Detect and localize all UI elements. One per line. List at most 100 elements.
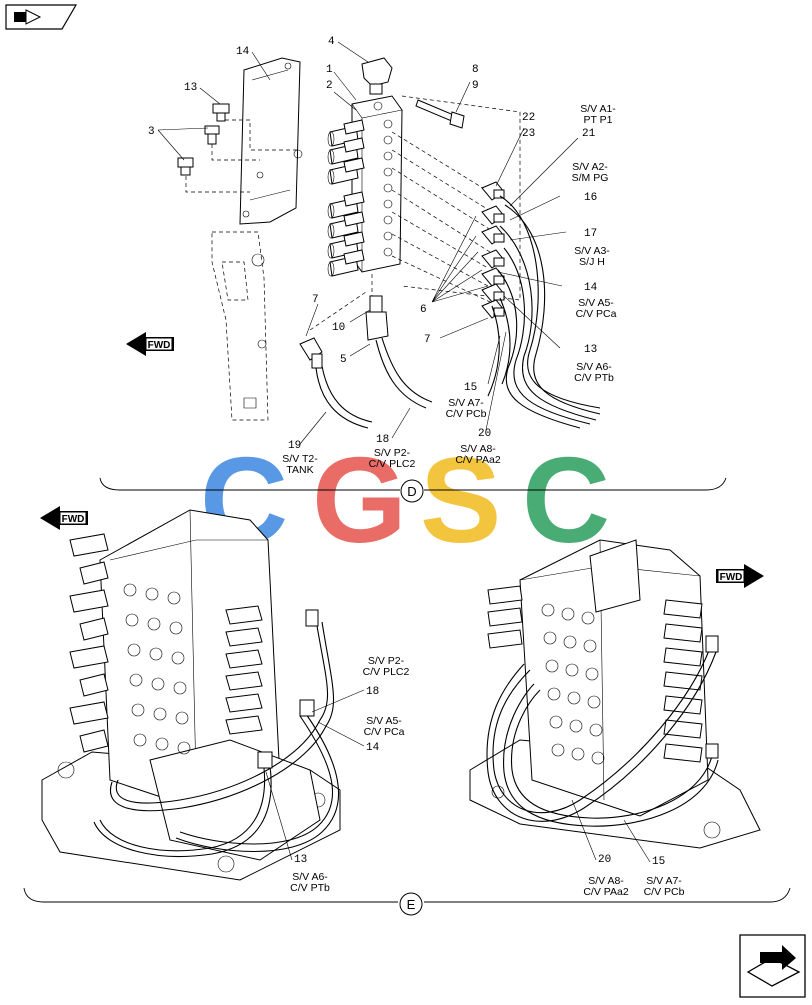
port-row — [383, 119, 393, 257]
port-hole — [549, 715, 563, 729]
side-fitting — [79, 617, 109, 641]
solenoid-nut — [343, 211, 365, 227]
label-a1: S/V A1-PT P1 — [580, 103, 616, 126]
port-hole — [151, 677, 165, 691]
view-d-callouts: 14 13 3 4 1 2 8 9 22 23 21 16 17 14 6 7 … — [148, 36, 598, 452]
fitting-nut — [493, 257, 505, 267]
callout-15: 15 — [652, 856, 665, 868]
solenoid-cap — [327, 203, 335, 219]
label-a8: S/V A8-C/V PAa2 — [455, 443, 500, 466]
fwd-arrow-left: FWD — [126, 332, 174, 356]
fitting-column — [481, 181, 505, 319]
callout-4: 4 — [328, 36, 335, 48]
front-fitting — [225, 649, 263, 669]
side-fitting — [663, 719, 703, 739]
callout-10: 10 — [332, 322, 345, 334]
view-e-letter: E — [407, 897, 416, 912]
label-t2: S/V T2-TANK — [282, 453, 318, 476]
port-hole — [587, 695, 601, 709]
view-d-leaders — [157, 41, 579, 445]
callout-14: 14 — [366, 742, 380, 754]
callout-13: 13 — [294, 854, 307, 866]
port-hole — [561, 607, 575, 621]
callout-15: 15 — [464, 382, 477, 394]
callout-2: 2 — [326, 80, 333, 92]
callout-7: 7 — [424, 334, 431, 346]
hose-fitting — [705, 635, 719, 759]
callout-18: 18 — [366, 686, 379, 698]
fitting-nut — [493, 275, 505, 285]
front-fitting — [225, 671, 263, 691]
callout-13: 13 — [584, 344, 597, 356]
rear-fitting — [487, 585, 523, 605]
valve-port-grid — [541, 603, 605, 765]
solenoid-nut — [343, 191, 365, 207]
solenoid-nut — [343, 231, 365, 247]
label-a6: S/V A6-C/V PTb — [574, 361, 614, 384]
fwd-arrow-left: FWD — [40, 506, 88, 530]
label-a5: S/V A5-C/V PCa — [364, 715, 405, 738]
view-e-callouts: 18 14 13 20 15 — [294, 686, 665, 868]
valve-port — [383, 247, 393, 257]
solenoid-stack — [327, 119, 365, 277]
valve-port — [383, 135, 393, 145]
port-hole — [169, 621, 183, 635]
port-hole — [567, 691, 581, 705]
callout-17: 17 — [584, 228, 597, 240]
side-fitting — [69, 533, 109, 557]
callout-22: 22 — [522, 112, 535, 124]
front-fitting — [225, 627, 263, 647]
port-hole — [543, 631, 557, 645]
port-hole — [155, 737, 169, 751]
lead-line — [391, 149, 493, 213]
valve-port — [383, 231, 393, 241]
valve-port — [383, 215, 393, 225]
side-fitting — [69, 701, 109, 725]
solenoid-nut — [343, 249, 365, 265]
label-a7: S/V A7-C/V PCb — [446, 397, 487, 420]
port-hole — [565, 663, 579, 677]
port-hole — [563, 635, 577, 649]
port-hole — [547, 687, 561, 701]
front-fitting — [225, 693, 263, 713]
view-d-marker — [400, 479, 424, 503]
bolt — [177, 157, 194, 176]
callout-20: 20 — [598, 854, 611, 866]
solenoid-cap — [327, 131, 335, 147]
port-hole — [129, 673, 143, 687]
side-fitting — [663, 695, 703, 715]
book-arrow-icon[interactable] — [739, 934, 806, 998]
fitting-nut — [493, 233, 505, 243]
callout-13: 13 — [184, 82, 197, 94]
callout-6: 6 — [420, 304, 427, 316]
long-bolt — [415, 99, 465, 129]
port-hole — [153, 707, 167, 721]
rear-fitting — [487, 629, 523, 649]
callout-9: 9 — [472, 80, 479, 92]
side-fitting — [79, 673, 109, 697]
port-hole — [171, 651, 185, 665]
label-a5: S/V A5-C/V PCa — [576, 297, 617, 320]
valve-port — [383, 119, 393, 129]
fitting-nut — [493, 189, 505, 199]
port-hole — [569, 719, 583, 733]
port-hole — [583, 639, 597, 653]
port-hole — [127, 643, 141, 657]
book-arrow-icon[interactable] — [5, 4, 78, 30]
fitting-nut — [493, 307, 505, 317]
port-hole — [125, 613, 139, 627]
solenoid-cap — [327, 243, 335, 259]
pressure-fitting — [365, 295, 389, 341]
valve-port-grid — [123, 583, 191, 755]
port-hole — [167, 591, 181, 605]
view-e-marker — [399, 892, 423, 916]
hose-fitting — [257, 609, 319, 769]
lead-line — [391, 131, 487, 191]
port-hole — [149, 647, 163, 661]
label-a2: S/V A2-S/M PG — [572, 161, 609, 184]
side-fitting — [663, 743, 703, 763]
view-d-drawing: D FWD — [99, 57, 727, 503]
solenoid-cap — [327, 223, 335, 239]
port-hole — [145, 587, 159, 601]
